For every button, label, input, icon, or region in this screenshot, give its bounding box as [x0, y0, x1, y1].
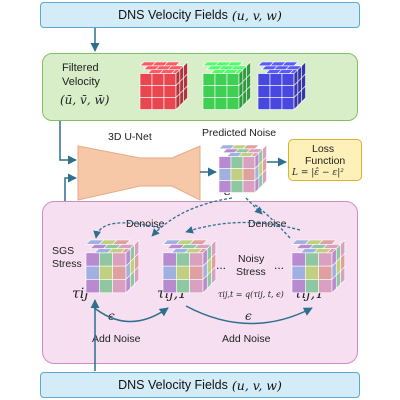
- tau-T: τij,T: [294, 286, 325, 302]
- arrow-filtered-to-unet: [59, 121, 77, 165]
- loss-formula: L = |ε̂ − ε|²: [292, 168, 344, 178]
- unet-label: 3D U-Net: [108, 131, 152, 143]
- arrow-sgs-to-unet: [64, 173, 77, 201]
- unet-shape: [77, 145, 201, 201]
- epsilon-right: ϵ: [245, 309, 252, 323]
- loss-label-1: Loss: [312, 143, 335, 155]
- sgs-label-2: Stress: [52, 258, 82, 270]
- filtered-label-1: Filtered: [62, 62, 99, 74]
- epsilon-left: ϵ: [108, 309, 115, 323]
- bottom-dns-label: DNS Velocity Fields: [118, 378, 228, 392]
- sgs-stress-panel: [42, 201, 358, 364]
- tau-1: τij,1: [157, 286, 187, 302]
- bottom-dns-math: (u, v, w): [231, 377, 282, 393]
- add-noise-left-label: Add Noise: [92, 333, 141, 345]
- noisy-label-2: Stress: [236, 266, 266, 278]
- filtered-math: (ū, v̄, w̄): [60, 93, 110, 107]
- loss-function-box: [288, 139, 362, 181]
- dots-right: ...: [274, 258, 285, 272]
- predicted-noise-symbol: ε̂: [224, 184, 231, 199]
- add-noise-right-label: Add Noise: [222, 333, 271, 345]
- loss-label-2: Function: [305, 155, 346, 167]
- sgs-label-1: SGS: [52, 245, 75, 257]
- bottom-dns-box: DNS Velocity Fields (u, v, w): [40, 372, 360, 398]
- dots-left: ...: [216, 258, 227, 272]
- denoise-left-label: Denoise: [126, 218, 165, 230]
- top-dns-label: DNS Velocity Fields: [118, 8, 228, 22]
- tau-0: τij: [72, 286, 89, 302]
- noisy-label-1: Noisy: [238, 253, 265, 265]
- filtered-label-2: Velocity: [62, 76, 100, 88]
- denoise-right-label: Denoise: [248, 218, 287, 230]
- top-dns-math: (u, v, w): [231, 7, 282, 23]
- predicted-noise-label: Predicted Noise: [202, 127, 277, 139]
- noise-formula: τij,t = q(τij, t, ϵ): [218, 290, 284, 299]
- top-dns-box: DNS Velocity Fields (u, v, w): [40, 2, 360, 28]
